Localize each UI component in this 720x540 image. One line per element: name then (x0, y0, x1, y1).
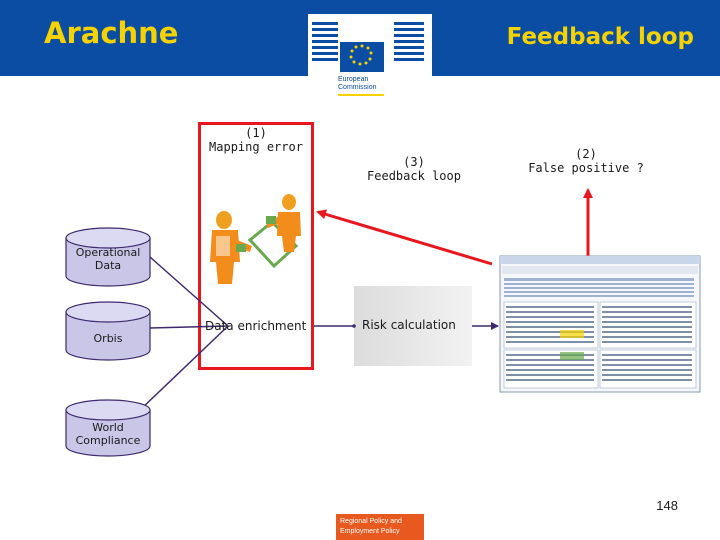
source-label-text: World Compliance (75, 421, 141, 447)
application-screenshot (499, 255, 701, 393)
connector-dot (352, 324, 356, 328)
note-false-positive: (2) False positive ? (528, 147, 644, 175)
footer-tag-line-1: Regional Policy and (340, 518, 402, 525)
source-label-text: Orbis (93, 332, 123, 345)
source-label-orbis: Orbis (68, 332, 148, 345)
footer-tag: Regional Policy and Employment Policy (336, 514, 424, 540)
logo-line-1: European (338, 76, 369, 83)
risk-calculation-box (354, 286, 472, 366)
european-commission-logo: European Commission (308, 14, 432, 100)
step-risk-calculation: Risk calculation (362, 318, 456, 332)
source-label-world-compliance: World Compliance (66, 421, 150, 447)
mapping-error-highlight (198, 122, 314, 370)
app-title: Arachne (44, 16, 179, 50)
people-connecting-icon (210, 194, 301, 284)
connector-operational (149, 256, 229, 327)
slide-title: Feedback loop (506, 24, 694, 50)
page-number: 148 (656, 498, 678, 513)
step-data-enrichment: Data enrichment (205, 319, 307, 333)
source-label-operational-data: Operational Data (68, 246, 148, 272)
source-label-text: Operational Data (75, 246, 141, 272)
commission-building-icon (308, 14, 432, 74)
logo-underline (338, 94, 384, 96)
note-feedback-loop: (3) Feedback loop (367, 155, 461, 183)
logo-line-2: Commission (338, 84, 377, 91)
database-icon-orbis (65, 301, 151, 361)
logo-text: European Commission (338, 76, 377, 92)
note-mapping-error: (1) Mapping error (209, 126, 303, 154)
connector-orbis (149, 325, 229, 329)
database-icon-world-compliance (65, 399, 151, 457)
feedback-loop-arrow (316, 209, 493, 266)
database-icon-operational (65, 227, 151, 287)
connector-world-compliance (139, 325, 229, 411)
footer-tag-line-2: Employment Policy (340, 528, 400, 535)
